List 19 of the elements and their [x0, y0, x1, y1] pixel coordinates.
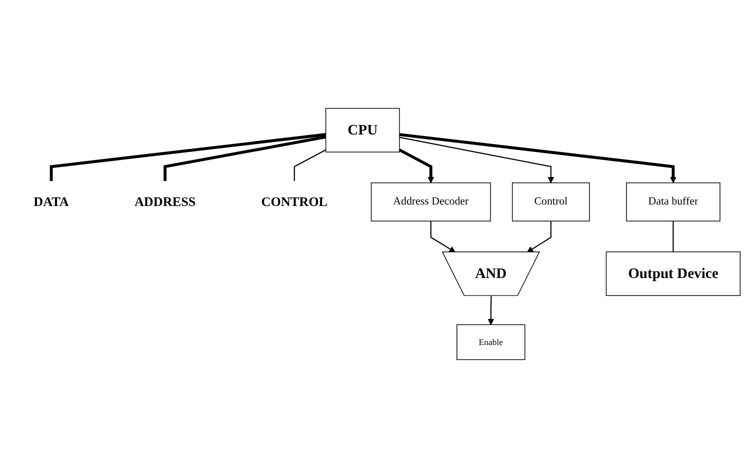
- node-box: [626, 182, 720, 222]
- node-box: [456, 324, 526, 360]
- arrow: [430, 221, 456, 252]
- arrow: [398, 148, 434, 184]
- node-text: ADDRESS: [134, 194, 196, 209]
- node-text: DATA: [34, 194, 69, 209]
- connector: [672, 221, 674, 252]
- node-text: CONTROL: [261, 194, 328, 209]
- node-box: [325, 108, 400, 152]
- node-box: [606, 251, 741, 296]
- arrow: [488, 296, 494, 325]
- arrow: [399, 136, 554, 184]
- arrow: [526, 221, 552, 252]
- connector: [164, 136, 326, 182]
- connector: [294, 149, 326, 182]
- node-box: [370, 182, 491, 222]
- connector: [50, 133, 326, 182]
- arrow: [399, 133, 676, 184]
- node-box: [512, 182, 590, 222]
